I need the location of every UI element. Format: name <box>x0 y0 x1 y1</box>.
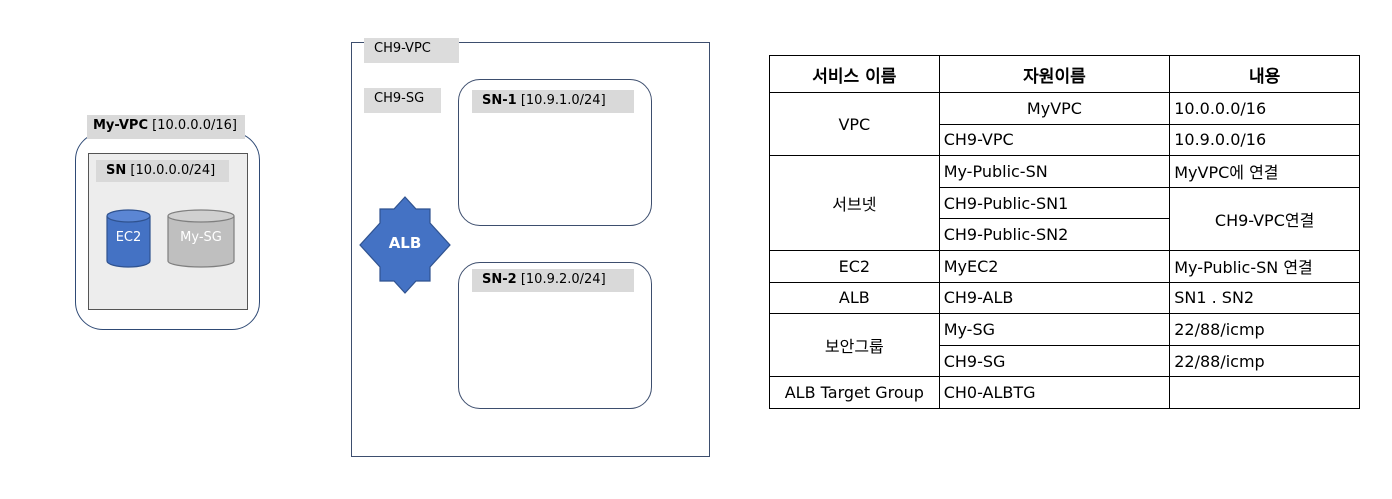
cell-content <box>1169 376 1360 409</box>
cell-content: CH9-VPC연결 <box>1169 186 1360 251</box>
my-vpc-label: My-VPC [10.0.0.0/16] <box>87 115 245 139</box>
table-row: CH9-VPC 10.9.0.0/16 <box>770 123 1360 157</box>
ec2-cylinder-icon: EC2 <box>106 209 151 269</box>
cell-service: 보안그룹 <box>769 313 940 378</box>
cell-content: 10.0.0.0/16 <box>1169 92 1360 125</box>
cell-service: EC2 <box>769 249 940 283</box>
cell-resource: CH9-SG <box>938 344 1171 378</box>
cell-service: ALB Target Group <box>769 376 940 409</box>
cell-content: My-Public-SN 연결 <box>1169 249 1360 283</box>
cell-resource: My-Public-SN <box>938 155 1171 188</box>
table-row: CH9-SG 22/88/icmp <box>770 344 1360 378</box>
table-header-row: 서비스 이름 자원이름 내용 <box>769 55 1360 93</box>
ch9-vpc-label: CH9-VPC <box>364 38 459 63</box>
cell-resource: MyEC2 <box>938 249 1171 283</box>
cell-resource: CH9-VPC <box>938 123 1171 157</box>
cell-resource: My-SG <box>938 313 1171 346</box>
resource-table: 서비스 이름 자원이름 내용 VPC MyVPC 10.0.0.0/16 CH9… <box>769 55 1360 409</box>
cell-service: VPC <box>769 91 940 157</box>
table-row: ALB Target Group CH0-ALBTG <box>769 376 1360 409</box>
header-content: 내용 <box>1169 55 1360 93</box>
header-service-name: 서비스 이름 <box>769 55 940 93</box>
cell-service: ALB <box>769 281 940 315</box>
cell-content: 10.9.0.0/16 <box>1169 123 1360 157</box>
my-sg-label: My-SG <box>180 230 222 245</box>
header-resource-name: 자원이름 <box>938 55 1171 93</box>
subnet-1-label: SN-1 [10.9.1.0/24] <box>472 90 634 113</box>
my-subnet-label: SN [10.0.0.0/24] <box>96 160 229 182</box>
cell-content: 22/88/icmp <box>1169 313 1360 346</box>
cell-resource: MyVPC <box>938 92 1171 125</box>
table-row: 보안그룹 My-SG 22/88/icmp <box>769 313 1360 378</box>
subnet-2-label: SN-2 [10.9.2.0/24] <box>472 269 634 292</box>
security-group-cylinder-icon: My-SG <box>167 209 235 269</box>
table-row: VPC MyVPC 10.0.0.0/16 <box>769 91 1360 157</box>
cell-resource: CH9-Public-SN2 <box>938 218 1171 251</box>
table-row: ALB CH9-ALB SN1 . SN2 <box>769 281 1360 315</box>
alb-icon: ALB <box>359 196 451 294</box>
cell-content: SN1 . SN2 <box>1169 281 1360 315</box>
table-row: CH9-Public-SN2 <box>770 218 1360 251</box>
cell-service: 서브넷 <box>769 155 940 251</box>
cell-resource: CH9-ALB <box>938 281 1171 315</box>
table-row: EC2 MyEC2 My-Public-SN 연결 <box>769 249 1360 283</box>
table-row: CH9-Public-SN1 CH9-VPC연결 <box>770 186 1360 251</box>
table-row: 서브넷 My-Public-SN MyVPC에 연결 <box>769 155 1360 251</box>
ch9-sg-label: CH9-SG <box>364 88 441 113</box>
alb-label: ALB <box>388 234 422 252</box>
ec2-label: EC2 <box>115 230 142 245</box>
cell-resource: CH0-ALBTG <box>938 376 1171 409</box>
cell-resource: CH9-Public-SN1 <box>938 186 1171 220</box>
cell-content: MyVPC에 연결 <box>1169 155 1360 188</box>
cell-content: 22/88/icmp <box>1169 344 1360 378</box>
